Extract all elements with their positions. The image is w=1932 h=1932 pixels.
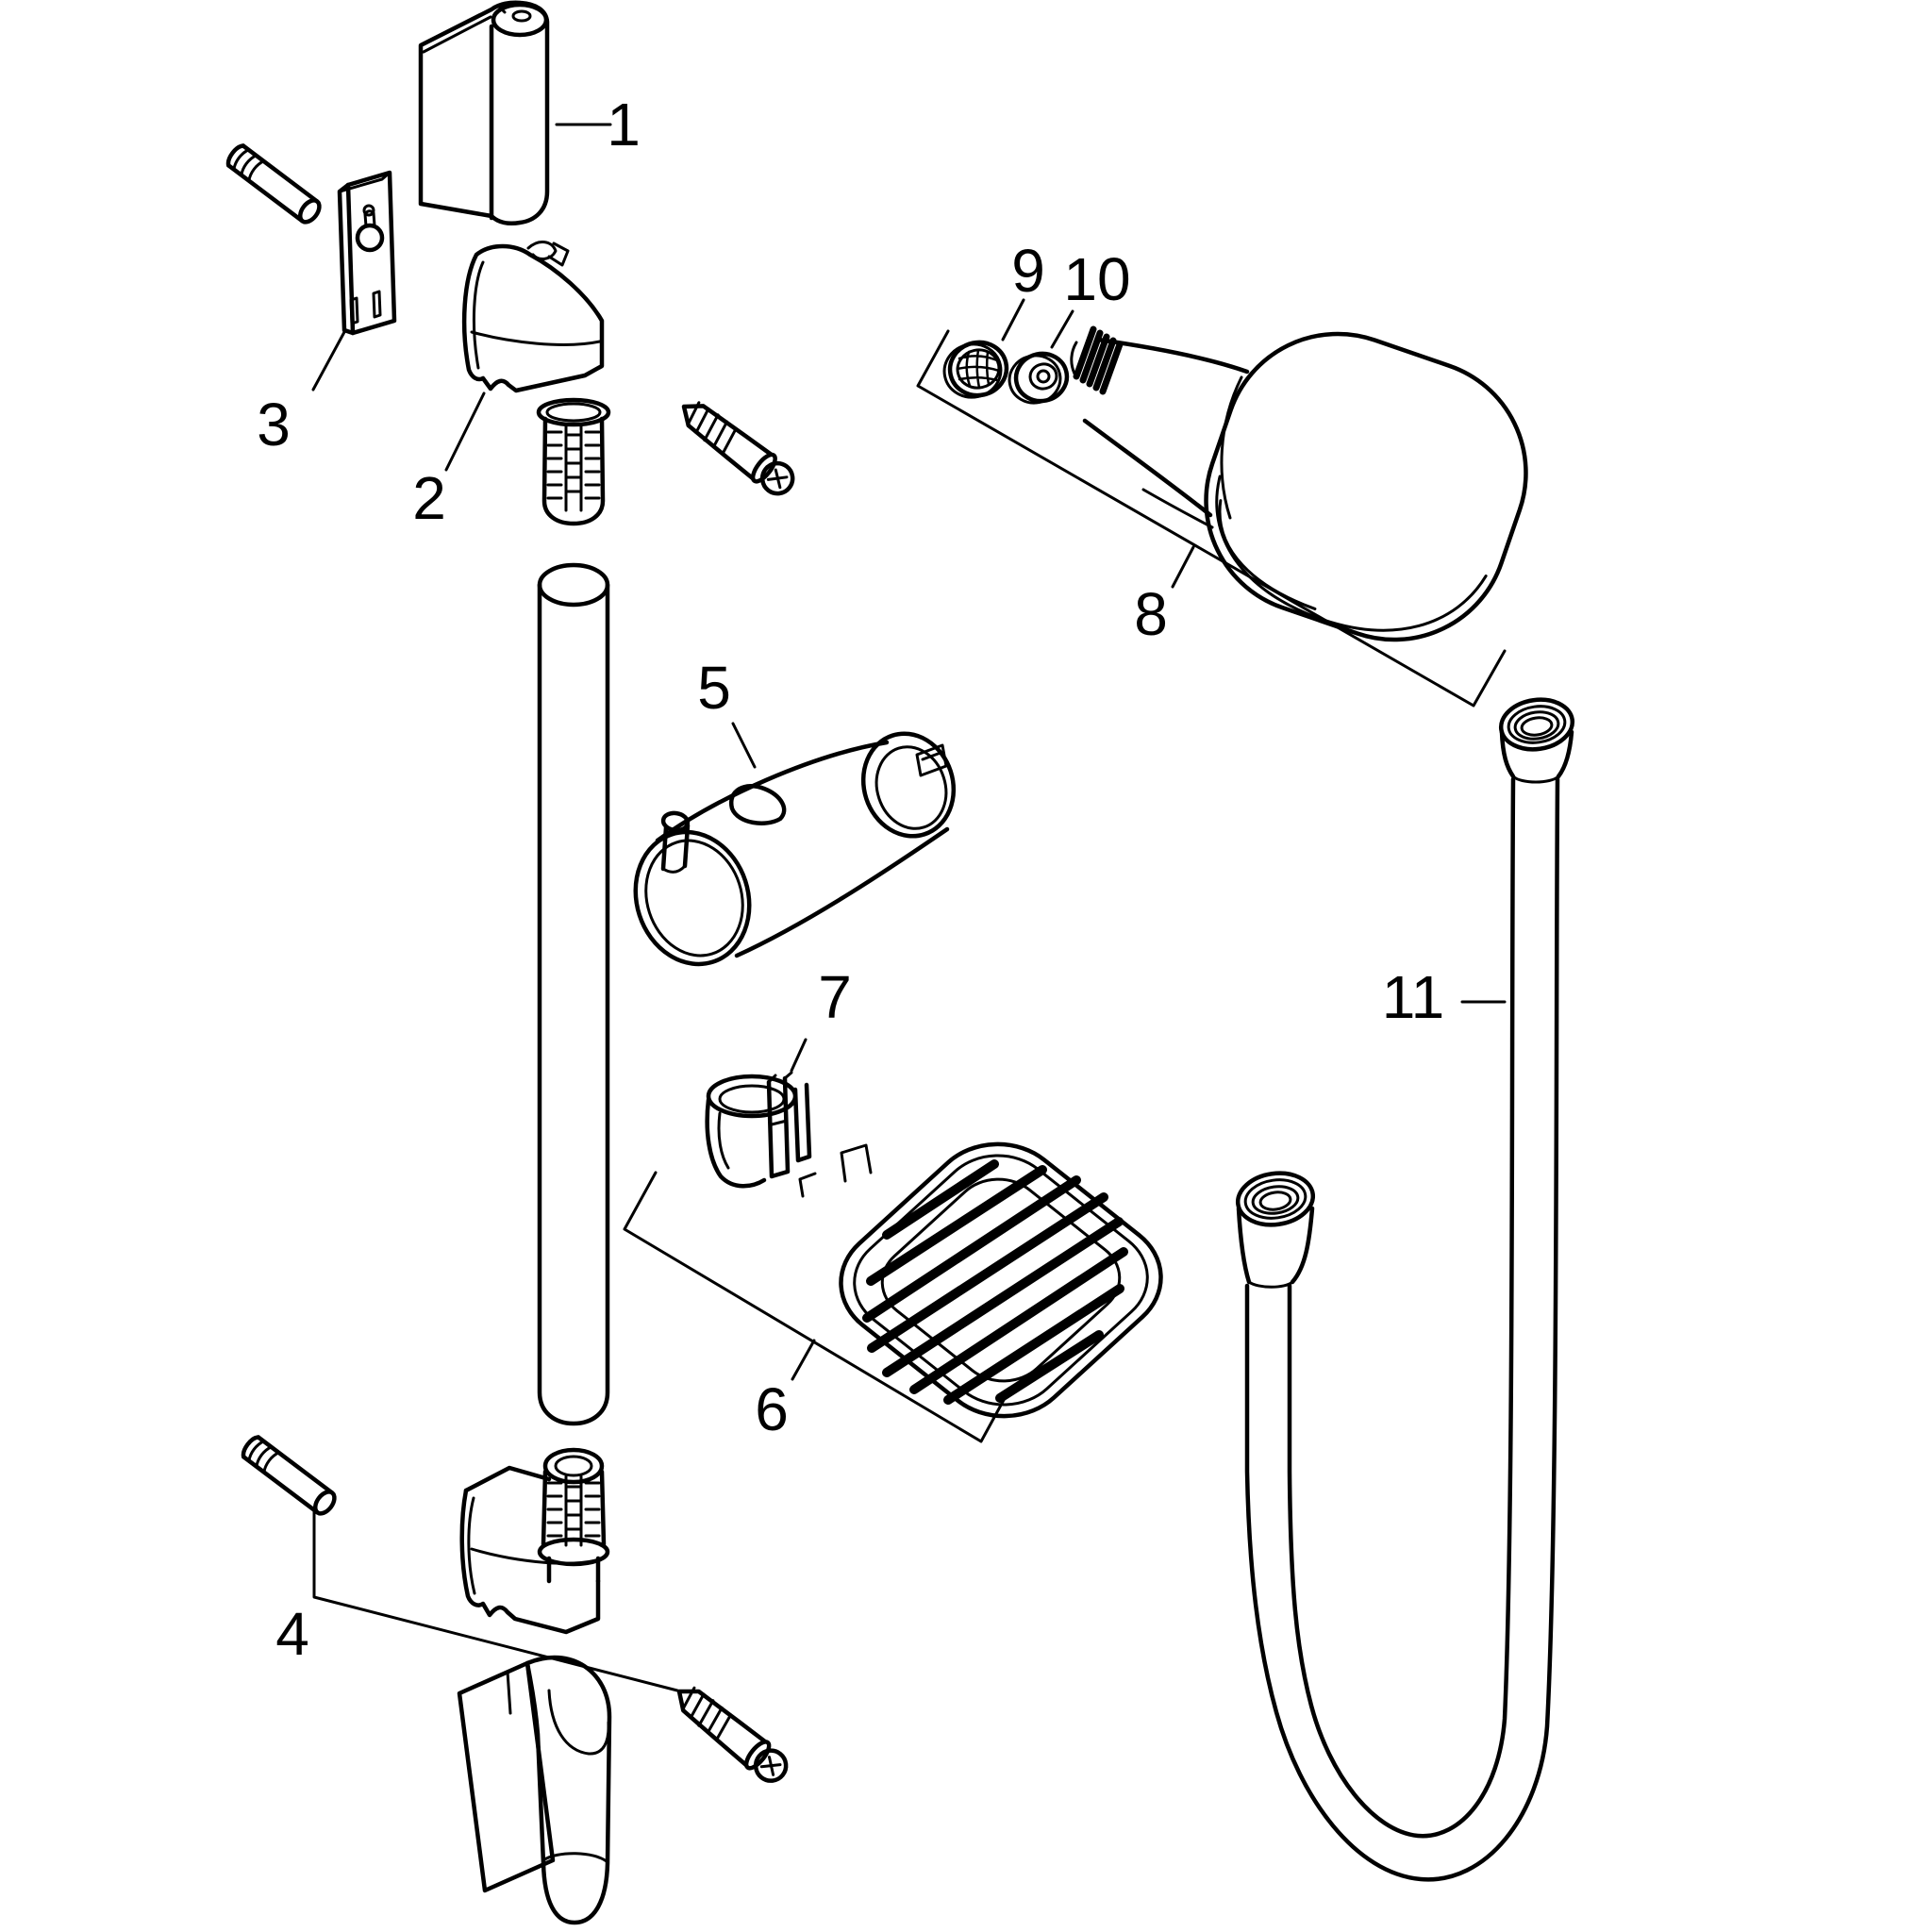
part-1-end-cover <box>418 0 550 225</box>
callout-leader-2 <box>444 391 486 472</box>
callout-number-3-wall-mount-plate: 3 <box>257 391 291 458</box>
callout-leader-7 <box>790 1038 808 1073</box>
dowel-pin-upper <box>225 143 322 225</box>
part-7-soap-dish-clip <box>705 1071 812 1189</box>
part-11-shower-hose <box>1235 697 1575 1882</box>
callout-leader-9 <box>1001 298 1025 341</box>
callout-number-4-lower-bracket-set: 4 <box>275 1600 309 1668</box>
callout-leader-10 <box>1050 309 1074 349</box>
part-4-lower-bracket-set <box>457 1447 612 1925</box>
callout-leader-8 <box>1171 545 1195 589</box>
callout-number-5-shower-holder-slider: 5 <box>697 654 731 722</box>
callout-number-2-upper-slide-bracket: 2 <box>412 464 446 532</box>
part-10-washer <box>1008 351 1070 405</box>
callout-number-1-wall-bar-end-cover: 1 <box>607 91 641 158</box>
callout-leader-5 <box>731 722 757 769</box>
part-3-wall-mount-plate <box>337 170 397 336</box>
callout-number-10-washer: 10 <box>1063 245 1130 313</box>
part-6-soap-dish <box>798 1121 1189 1441</box>
callout-number-8-hand-shower: 8 <box>1134 580 1168 648</box>
callout-leader-6 <box>791 1339 816 1381</box>
callout-bracket-6 <box>623 1171 1006 1443</box>
callout-layer: 1 2 3 4 5 6 7 8 9 10 11 <box>257 91 1507 1692</box>
wall-bar-rod <box>537 562 610 1426</box>
callout-number-6-soap-dish: 6 <box>755 1375 789 1443</box>
callout-number-11-shower-hose: 11 <box>1382 963 1444 1031</box>
callout-bracket-8 <box>916 329 1507 708</box>
part-8-hand-shower <box>1070 325 1528 642</box>
callout-number-9-filter-insert: 9 <box>1011 237 1045 305</box>
dowel-pin-lower <box>241 1435 337 1516</box>
screw-upper <box>681 401 795 496</box>
callout-number-7-soap-dish-clip: 7 <box>818 963 852 1031</box>
callout-leader-3 <box>311 330 346 391</box>
callout-leader-4 <box>312 1508 679 1692</box>
part-2-upper-slide-bracket <box>461 241 611 526</box>
part-9-filter-insert <box>942 340 1009 399</box>
part-5-shower-holder-slider <box>633 731 957 967</box>
screw-lower <box>676 1686 789 1783</box>
